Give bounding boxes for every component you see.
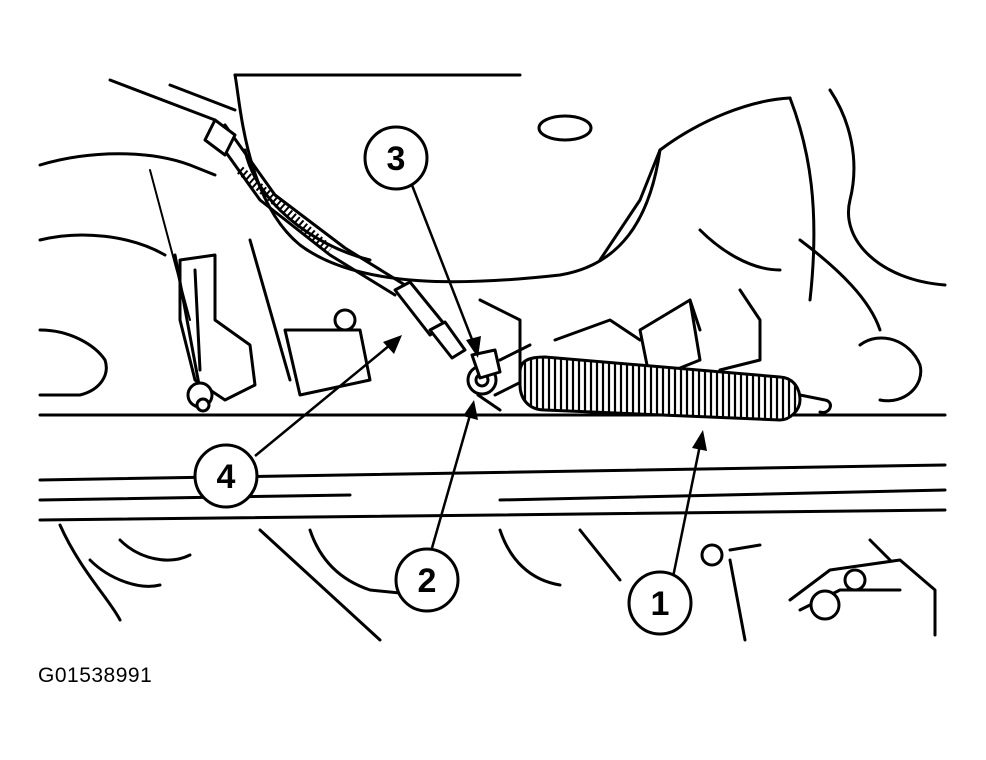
callout-label-4: 4	[217, 458, 236, 496]
callout-4: 4	[193, 443, 259, 509]
callout-2: 2	[394, 547, 460, 613]
leader-lines	[254, 179, 707, 583]
callout-3: 3	[363, 125, 429, 191]
adjuster-pivot	[466, 343, 532, 412]
callout-label-1: 1	[651, 585, 670, 623]
callout-label-3: 3	[387, 140, 406, 178]
brake-cable	[203, 118, 467, 360]
return-spring	[518, 355, 832, 422]
figure-id-label: G01538991	[38, 664, 153, 687]
callout-label-2: 2	[418, 562, 437, 600]
callout-1: 1	[627, 570, 693, 636]
